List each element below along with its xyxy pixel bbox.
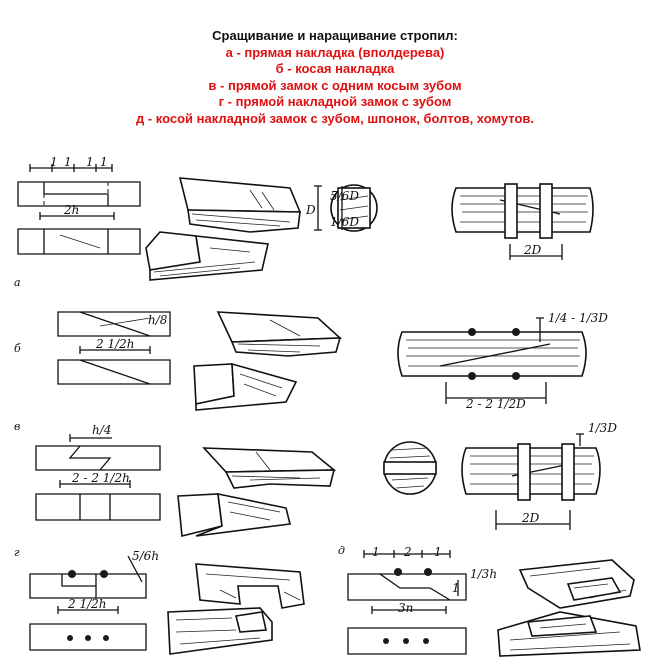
dim-a-3: 1 — [86, 155, 94, 169]
dim-b-2-2-5D: 2 - 2 1/2D — [465, 397, 526, 411]
title-block: Сращивание и наращивание стропил: а - пр… — [0, 28, 670, 127]
dim-v-2-2-5h: 2 - 2 1/2h — [71, 471, 130, 485]
dim-d-2: 2 — [403, 545, 412, 559]
dim-a-1-6D: 1/6D — [330, 215, 359, 229]
row-d-plan-view — [347, 550, 467, 655]
row-b-isometric-joint — [193, 311, 342, 411]
dim-v-1-3D: 1/3D — [588, 421, 617, 435]
row-a-log-clamped — [451, 183, 594, 260]
row-v-isometric-joint — [177, 447, 337, 538]
legend-item-d: д - косой накладной замок с зубом, шпоно… — [135, 110, 535, 126]
dim-v-h4: h/4 — [92, 423, 111, 437]
dim-d-1c: 1 — [452, 581, 460, 595]
row-v-log-clamped — [461, 433, 601, 530]
dim-g-5-6h: 5/6h — [132, 549, 159, 563]
row-v-cross-section — [383, 441, 437, 495]
row-a-cross-section — [314, 184, 378, 232]
row-a-isometric-joint — [145, 177, 302, 281]
dim-d-3n: 3n — [398, 601, 413, 615]
dim-g-2-5h: 2 1/2h — [67, 597, 107, 611]
row-b-plan-view — [57, 311, 171, 385]
dim-a-2: 1 — [64, 155, 72, 169]
dim-b-2-5h: 2 1/2h — [95, 337, 135, 351]
dim-a-4: 1 — [100, 155, 108, 169]
row-v-plan-view — [35, 434, 161, 521]
diagram-title: Сращивание и наращивание стропил: — [212, 28, 458, 43]
dim-d-1a: 1 — [372, 545, 380, 559]
dim-a-D: D — [305, 203, 316, 217]
row-b-log-clamped — [397, 317, 587, 404]
row-a-plan-view — [17, 164, 141, 255]
dim-v-2D: 2D — [521, 511, 540, 525]
legend-item-g: г - прямой накладной замок с зубом — [218, 94, 452, 109]
dim-a-5-6D: 5/6D — [330, 189, 359, 203]
legend-item-a: а - прямая накладка (вполдерева) — [225, 44, 445, 60]
dim-a-1: 1 — [50, 155, 58, 169]
row-label-v: в — [14, 420, 20, 433]
row-label-d: д — [338, 544, 345, 557]
row-g-isometric-joint — [167, 563, 305, 655]
dim-b-h8: h/8 — [148, 313, 168, 327]
legend-item-b: б - косая накладка — [275, 61, 395, 76]
dim-b-1-4-1-3D: 1/4 - 1/3D — [548, 311, 608, 325]
row-d-isometric-joint — [497, 559, 641, 657]
dim-a-2h: 2h — [63, 203, 79, 217]
row-label-g: г — [14, 546, 20, 559]
dim-d-1b: 1 — [434, 545, 442, 559]
row-g-plan-view — [29, 555, 147, 651]
legend-item-v: в - прямой замок с одним косым зубом — [208, 77, 462, 93]
dim-a-2D: 2D — [523, 243, 542, 257]
row-label-b: б — [14, 342, 21, 355]
dim-d-1-3h: 1/3h — [470, 567, 497, 581]
row-label-a: а — [14, 276, 21, 289]
